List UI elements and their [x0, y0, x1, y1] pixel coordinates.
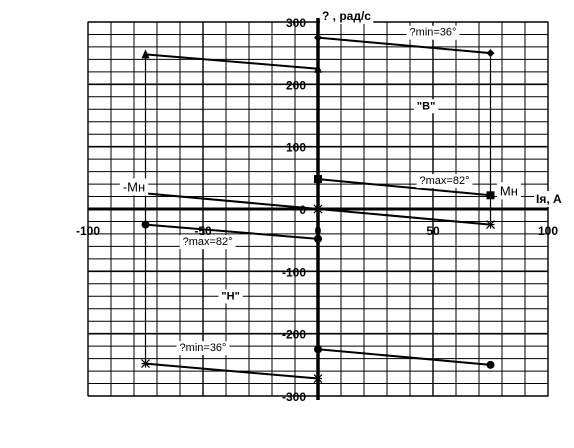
annotation-text: ?max=82°	[420, 175, 470, 187]
annotation-box	[413, 99, 439, 114]
annotations: ?min=36° "B" ?max=82° -Mн Mн ?max=82° "H" ?min=…	[119, 25, 521, 356]
annotation-box	[119, 178, 149, 196]
circle-marker	[314, 345, 322, 354]
series-markers	[141, 33, 495, 383]
annotation-text: ?min=36°	[180, 342, 227, 354]
x-tick-label: -50	[194, 224, 212, 238]
annotation-text: ?min=36°	[410, 27, 457, 39]
tick-labels: -100 -50 0 50 100 300 200 100 0 -100 -200 -300	[76, 16, 558, 404]
series-line	[145, 223, 319, 240]
circle-marker	[141, 220, 150, 229]
annotation: "H"	[218, 289, 243, 304]
annotation: ?max=82°	[416, 174, 473, 189]
x-tick-label: 50	[426, 224, 440, 238]
annotation-text: ?max=82°	[183, 236, 233, 248]
y-axis-label: ? , рад/c	[322, 9, 371, 23]
annotation-box	[179, 235, 236, 250]
annotation-box	[406, 25, 460, 40]
y-tick-label: -200	[282, 328, 306, 342]
y-tick-label: -100	[282, 265, 306, 279]
annotation: ?max=82°	[179, 235, 236, 250]
y-tick-label: 300	[286, 16, 306, 30]
series-line	[317, 348, 491, 366]
annotation: -Mн	[119, 178, 149, 196]
star-marker	[313, 374, 323, 383]
star-marker	[141, 359, 150, 369]
triangle-marker	[314, 63, 322, 73]
ylabel-background	[320, 8, 374, 24]
series-line	[317, 36, 491, 55]
x-tick-label: 100	[538, 224, 558, 238]
annotation-text: "H"	[221, 290, 239, 302]
star-marker	[313, 204, 323, 214]
star-marker	[486, 220, 495, 230]
series-line	[317, 208, 491, 226]
x-tick-label: 0	[315, 224, 322, 238]
square-marker	[314, 175, 322, 184]
annotation-text: "B"	[417, 100, 435, 112]
series-line	[145, 53, 319, 70]
xlabel-background	[534, 191, 565, 207]
annotation: Mн	[496, 182, 521, 200]
diamond-marker	[486, 49, 495, 58]
series-lines	[144, 36, 492, 380]
circle-marker	[314, 234, 322, 243]
annotation-box	[218, 289, 243, 304]
diamond-marker	[314, 33, 322, 42]
x-tick-label: -100	[76, 224, 100, 238]
annotation-text: Mн	[500, 183, 518, 198]
y-tick-label: -300	[282, 390, 306, 404]
annotation-text: -Mн	[123, 180, 145, 195]
y-tick-label: 100	[286, 141, 306, 155]
triangle-marker	[141, 49, 150, 59]
annotation: ?min=36°	[406, 25, 460, 40]
y-tick-label: 0	[299, 203, 306, 217]
star-marker-stroke	[313, 204, 323, 214]
annotation-box	[416, 174, 473, 189]
y-tick-label: 200	[286, 78, 306, 92]
annotation: "B"	[413, 99, 439, 114]
square-marker	[486, 191, 495, 200]
annotation-box	[176, 341, 230, 356]
star-marker-stroke	[486, 220, 495, 230]
star-marker-stroke	[313, 374, 323, 383]
series-line	[145, 362, 319, 380]
star-marker-stroke	[141, 359, 150, 369]
series-line	[145, 192, 319, 210]
series-line	[317, 178, 491, 197]
annotation-box	[496, 182, 521, 200]
circle-marker	[486, 360, 495, 369]
annotation: ?min=36°	[176, 341, 230, 356]
x-axis-label: Iя, A	[536, 192, 562, 206]
